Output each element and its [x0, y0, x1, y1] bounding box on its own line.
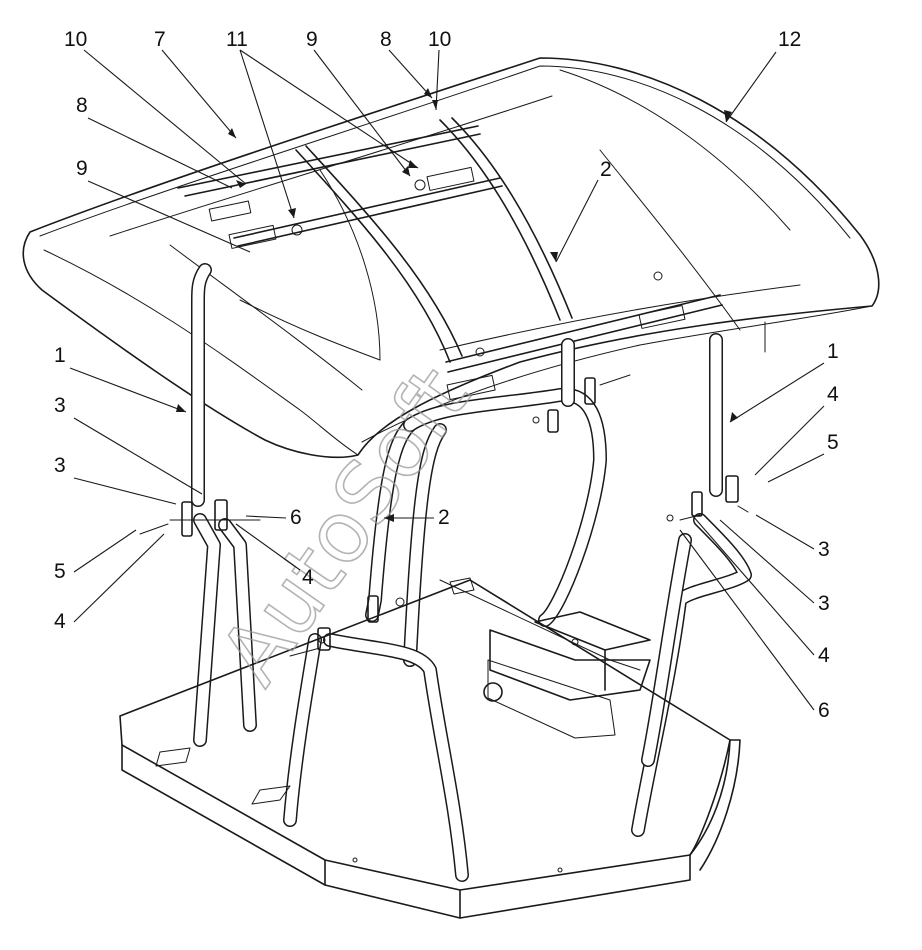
callout-3-right-a: 3 — [818, 538, 830, 561]
callout-6-left: 6 — [290, 506, 302, 529]
callout-10-right: 10 — [428, 28, 451, 51]
callout-2-upper: 2 — [600, 158, 612, 181]
leader-lines — [69, 49, 825, 711]
callout-1-right: 1 — [827, 340, 839, 363]
callout-3-left-a: 3 — [54, 394, 66, 417]
callout-11: 11 — [226, 28, 248, 51]
callout-4-left-a: 4 — [54, 610, 66, 633]
callout-12: 12 — [778, 28, 801, 51]
callout-9-left: 9 — [76, 157, 88, 180]
base-platform — [119, 577, 741, 919]
frame-tubes — [191, 263, 752, 882]
callout-5-left: 5 — [54, 560, 66, 583]
callout-2-lower: 2 — [438, 506, 450, 529]
callout-4-right-b: 4 — [818, 644, 830, 667]
brackets-and-bolts — [139, 374, 749, 657]
callout-labels: 10 7 11 9 8 10 12 8 9 2 1 1 3 3 4 5 6 2 … — [54, 28, 839, 722]
leader-arrowheads — [176, 88, 738, 522]
callout-3-right-b: 3 — [818, 592, 830, 615]
callout-8-left: 8 — [76, 94, 88, 117]
callout-6-right: 6 — [818, 699, 830, 722]
callout-9-top: 9 — [306, 28, 318, 51]
callout-4-left-b: 4 — [302, 566, 314, 589]
callout-7: 7 — [154, 28, 166, 51]
callout-10-left: 10 — [64, 28, 87, 51]
callout-5-right: 5 — [827, 431, 839, 454]
roof-cross-bars — [177, 117, 723, 401]
callout-1-left: 1 — [54, 344, 66, 367]
callout-3-left-b: 3 — [54, 454, 66, 477]
callout-4-right-a: 4 — [827, 383, 839, 406]
callout-8-top: 8 — [380, 28, 392, 51]
